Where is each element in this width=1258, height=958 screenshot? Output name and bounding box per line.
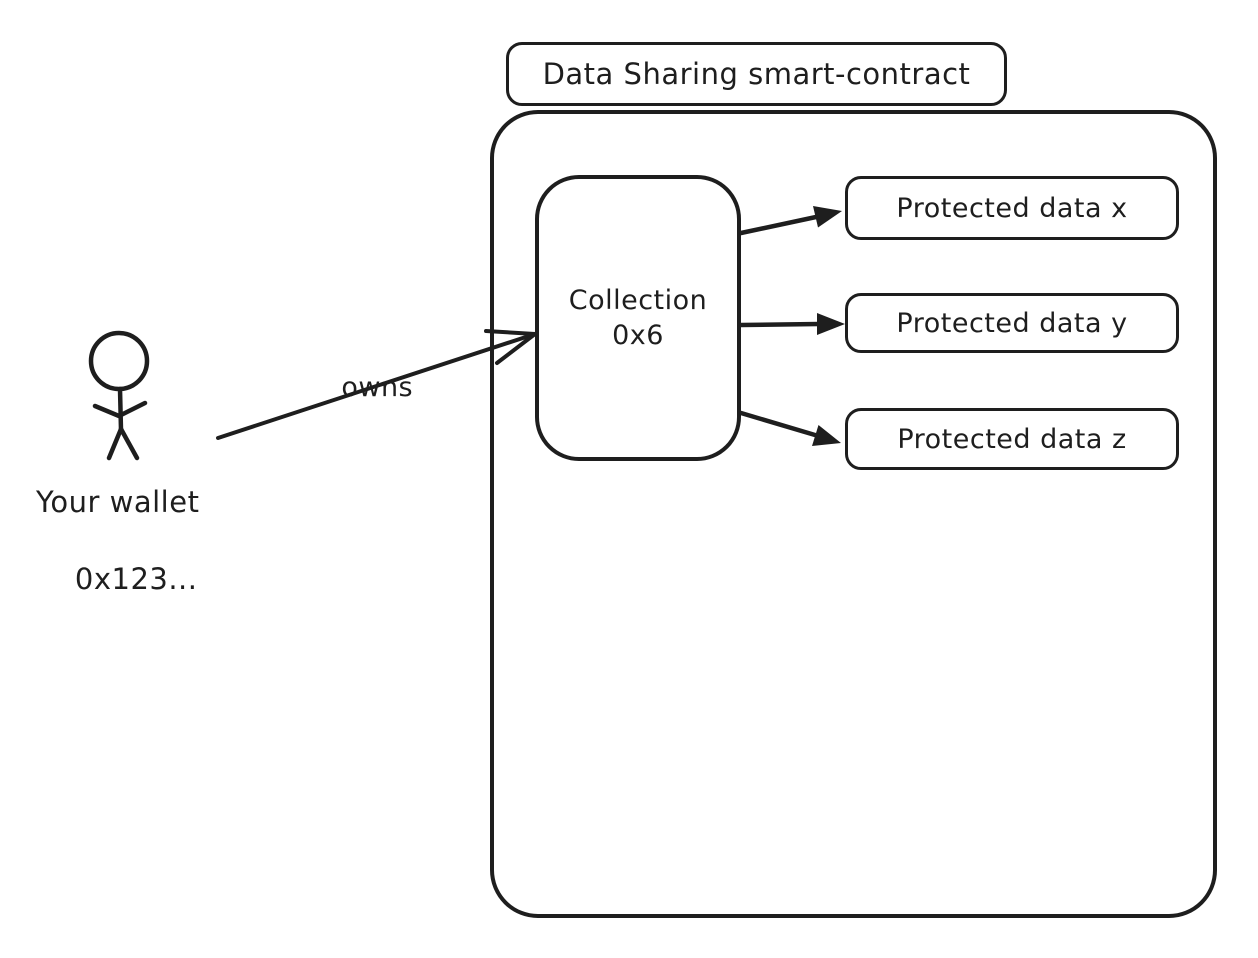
- smart-contract-title-text: Data Sharing smart-contract: [542, 57, 971, 91]
- stick-figure-head: [88, 330, 150, 392]
- stick-figure-icon: [88, 330, 150, 461]
- collection-label-line2: 0x6: [612, 320, 664, 351]
- wallet-label: Your wallet 0x123...: [36, 483, 199, 636]
- collection-box: Collection 0x6: [535, 175, 741, 461]
- protected-data-y-box: Protected data y: [845, 293, 1179, 353]
- protected-data-x-box: Protected data x: [845, 176, 1179, 240]
- protected-data-y-label: Protected data y: [896, 307, 1128, 339]
- wallet-label-line1: Your wallet: [36, 485, 200, 519]
- protected-data-x-label: Protected data x: [896, 192, 1128, 224]
- collection-label-line1: Collection: [568, 284, 708, 316]
- owns-label: owns: [305, 334, 413, 441]
- owns-label-text: owns: [341, 371, 414, 403]
- protected-data-z-box: Protected data z: [845, 408, 1179, 470]
- stick-figure-legs: [106, 426, 140, 461]
- smart-contract-title: Data Sharing smart-contract: [506, 42, 1007, 106]
- protected-data-z-label: Protected data z: [897, 423, 1127, 455]
- smart-contract-container: [490, 110, 1217, 918]
- stick-figure-arms: [92, 400, 148, 419]
- stick-figure-body: [117, 386, 124, 433]
- wallet-label-line2: 0x123...: [74, 561, 198, 596]
